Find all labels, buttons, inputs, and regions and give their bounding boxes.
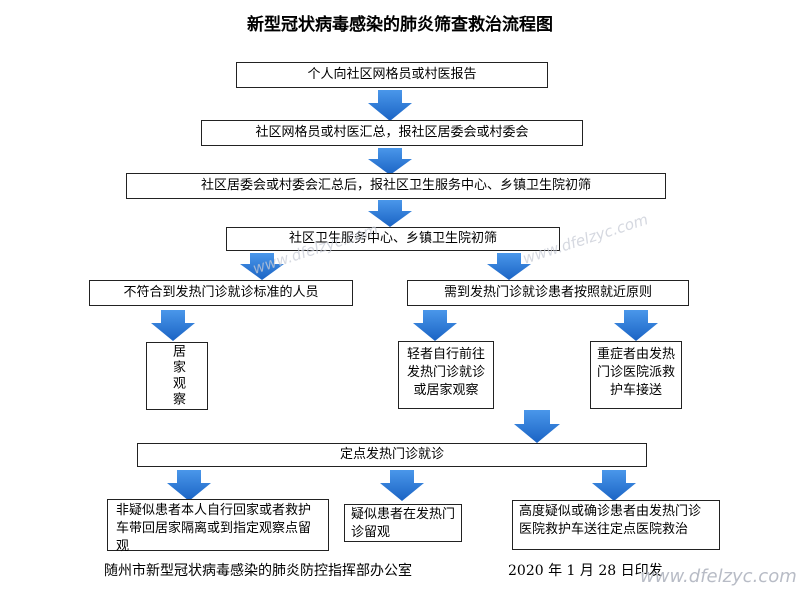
- arrow-down-icon: [368, 90, 412, 121]
- summary1-box: 社区网格员或村医汇总，报社区居委会或村委会: [201, 120, 583, 146]
- not-meet-criteria-box: 不符合到发热门诊就诊标准的人员: [89, 280, 353, 306]
- not-meet-criteria-text: 不符合到发热门诊就诊标准的人员: [123, 285, 319, 300]
- suspect-box: 疑似患者在发热门诊留观: [344, 504, 462, 542]
- high-suspect-box: 高度疑似或确诊患者由发热门诊医院救护车送往定点医院救治: [512, 500, 720, 550]
- arrow-down-icon: [413, 310, 457, 341]
- home-observation-box: 居家观察: [146, 342, 208, 410]
- suspect-text: 疑似患者在发热门诊留观: [351, 507, 456, 540]
- non-suspect-box: 非疑似患者本人自行回家或者救护车带回居家隔离或到指定观察点留观: [107, 499, 329, 554]
- summary2-text: 社区居委会或村委会汇总后，报社区卫生服务中心、乡镇卫生院初筛: [200, 178, 591, 193]
- summary1-text: 社区网格员或村医汇总，报社区居委会或村委会: [255, 125, 529, 140]
- mild-case-text: 轻者自行前往发热门诊就诊或居家观察: [406, 347, 485, 398]
- arrow-down-icon: [487, 253, 531, 280]
- designated-clinic-text: 定点发热门诊就诊: [339, 447, 444, 462]
- severe-case-text: 重症者由发热门诊医院派救护车接送: [597, 347, 676, 398]
- high-suspect-text: 高度疑似或确诊患者由发热门诊医院救护车送往定点医院救治: [519, 504, 702, 537]
- designated-clinic-box: 定点发热门诊就诊: [137, 443, 647, 467]
- arrow-down-icon: [514, 410, 560, 443]
- screening-box: 社区卫生服务中心、乡镇卫生院初筛: [226, 227, 560, 251]
- issue-date: 2020 年 1 月 28 日印发: [508, 563, 663, 579]
- arrow-down-icon: [380, 470, 424, 501]
- arrow-down-icon: [240, 253, 284, 280]
- severe-case-box: 重症者由发热门诊医院派救护车接送: [590, 341, 682, 409]
- report-text: 个人向社区网格员或村医报告: [307, 67, 477, 82]
- need-visit-box: 需到发热门诊就诊患者按照就近原则: [407, 280, 689, 306]
- arrow-down-icon: [368, 200, 412, 227]
- summary2-box: 社区居委会或村委会汇总后，报社区卫生服务中心、乡镇卫生院初筛: [126, 173, 666, 199]
- report-box: 个人向社区网格员或村医报告: [236, 62, 548, 88]
- watermark-text: www.dfelzyc.com: [640, 566, 797, 587]
- need-visit-text: 需到发热门诊就诊患者按照就近原则: [443, 285, 652, 300]
- arrow-down-icon: [167, 470, 211, 501]
- screening-text: 社区卫生服务中心、乡镇卫生院初筛: [288, 231, 497, 246]
- arrow-down-icon: [592, 470, 636, 501]
- diagram-title: 新型冠状病毒感染的肺炎筛查救治流程图: [247, 15, 553, 35]
- non-suspect-text: 非疑似患者本人自行回家或者救护车带回居家隔离或到指定观察点留观: [116, 503, 312, 554]
- arrow-down-icon: [151, 310, 195, 341]
- arrow-down-icon: [614, 310, 658, 341]
- arrow-down-icon: [368, 148, 412, 175]
- home-observation-text: 居家观察: [170, 344, 185, 408]
- issuing-office: 随州市新型冠状病毒感染的肺炎防控指挥部办公室: [104, 563, 412, 579]
- mild-case-box: 轻者自行前往发热门诊就诊或居家观察: [398, 341, 494, 409]
